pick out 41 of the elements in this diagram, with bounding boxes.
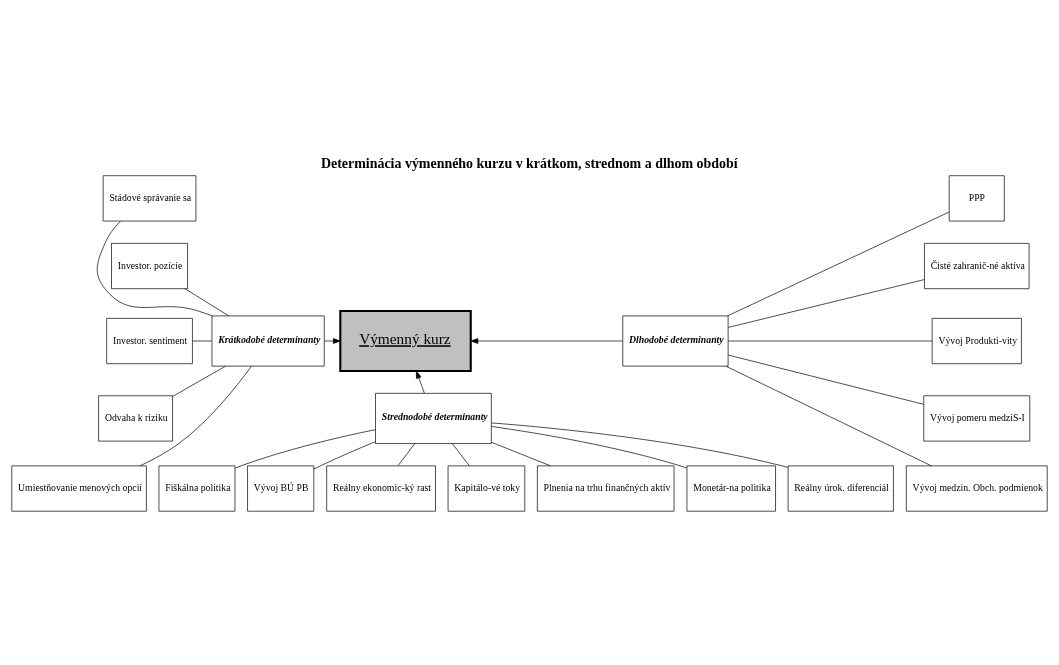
node-box: Kapitálo-vé toky [447,465,526,512]
arrow [324,337,341,344]
connector [451,442,470,466]
node-box: Strednodobé determinanty [375,392,492,444]
node-box: Krátkodobé determinanty [211,315,325,366]
connector [96,220,213,316]
connector [491,441,551,466]
node-box: Stádové správanie sa [102,174,197,221]
node-box: Fiškálna politika [158,465,236,512]
node-box: Investor. sentiment [106,317,193,364]
connector [728,354,924,405]
node-box: Odvaha k riziku [98,394,173,441]
node-box: Čisté zahranič-né aktíva [924,242,1030,289]
arrow [470,337,624,344]
connector [139,365,252,466]
node-box: Vývoj Produkti-vity [931,317,1022,364]
node-box: PPP [948,174,1005,221]
node-box: Výmenný kurz [339,309,472,372]
connector [184,287,229,316]
diagram-title: Determinácia výmenného kurzu v krátkom, strednom a dlhom období [320,155,738,171]
connector [727,278,925,328]
connector [725,365,932,466]
node-box: Vývoj medzin. Obch. podmienok [905,465,1048,512]
node-box: Plnenia na trhu finančných aktív [537,465,675,512]
node-box: Vývoj BÚ PB [247,465,315,512]
connector [397,442,416,466]
connector [234,428,376,468]
connector [192,340,213,341]
node-box: Monetár-na politika [686,465,776,512]
node-box: Investor. pozície [111,242,188,289]
node-box: Dlhodobé determinanty [622,315,729,366]
connector [313,440,376,469]
connector [491,422,789,468]
node-box: Vývoj pomeru medziS-I [923,394,1031,441]
connector [727,211,950,316]
node-box: Reálny ekonomic-ký rast [326,465,436,512]
connector [172,365,226,397]
node-box: Reálny úrok. diferenciál [787,465,894,512]
node-box: Umiestňovanie menových opcií [11,465,147,512]
connector [491,425,688,468]
arrow [416,370,425,394]
